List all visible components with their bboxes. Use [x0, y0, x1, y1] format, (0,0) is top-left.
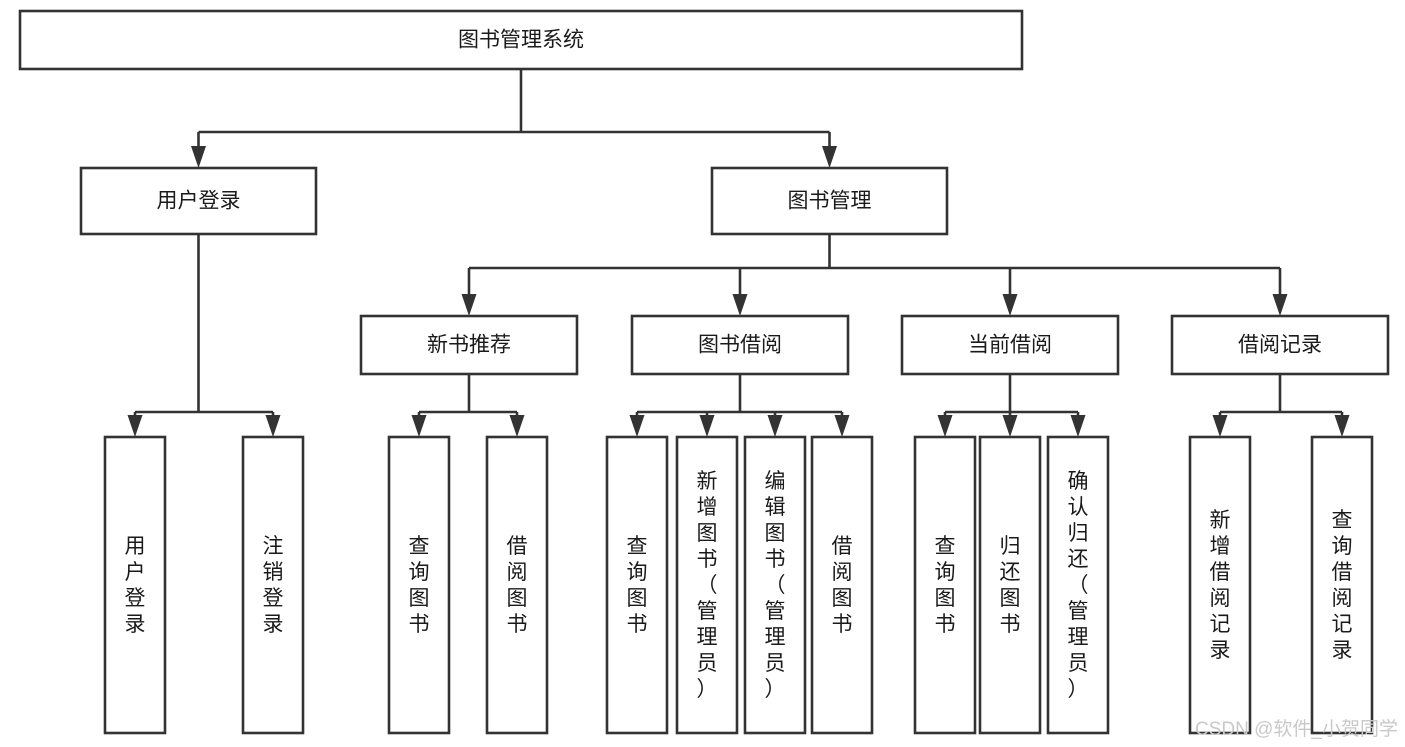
new-book-recommend-to-leaf-1-head [509, 415, 525, 437]
node-leaf-user-login-box[interactable] [103, 435, 167, 735]
node-current-borrow-label: 当前借阅 [968, 334, 1052, 357]
node-borrow-record-box[interactable] [1170, 314, 1390, 376]
node-leaf-query-book-borrow-label: 查询图书 [627, 535, 648, 636]
current-borrow-to-leaf-1-head [1002, 415, 1018, 437]
node-leaf-query-book-cur-label: 查询图书 [935, 535, 956, 636]
current-borrow-to-leaf-0-head [937, 415, 953, 437]
node-leaf-query-book-borrow[interactable]: 查询图书 [605, 435, 669, 735]
node-leaf-add-book[interactable]: 新增图书（管理员） [675, 435, 739, 735]
node-book-borrow-label: 图书借阅 [698, 334, 782, 357]
node-leaf-borrow-book-box[interactable] [810, 435, 874, 735]
node-leaf-logout-label: 注销登录 [263, 535, 284, 636]
node-leaf-user-login[interactable]: 用户登录 [103, 435, 167, 735]
node-leaf-borrow-book-rec[interactable]: 借阅图书 [485, 435, 549, 735]
node-root-box[interactable] [18, 9, 1024, 71]
node-leaf-logout-box[interactable] [241, 435, 305, 735]
node-leaf-edit-book-label: 编辑图书（管理员） [765, 470, 786, 701]
node-leaf-query-book-cur[interactable]: 查询图书 [913, 435, 977, 735]
node-leaf-borrow-book-rec-label: 借阅图书 [507, 535, 528, 636]
node-leaf-query-book-rec-box[interactable] [387, 435, 451, 735]
node-leaf-borrow-book-label: 借阅图书 [832, 535, 853, 636]
l2-to-l3-3-head [1272, 294, 1288, 316]
node-leaf-add-book-box[interactable] [675, 435, 739, 735]
node-leaf-query-record-label: 查询借阅记录 [1332, 509, 1353, 662]
node-user-login-label: 用户登录 [157, 190, 241, 213]
book-borrow-to-leaf-3-head [834, 415, 850, 437]
node-root-label: 图书管理系统 [458, 29, 584, 52]
node-current-borrow-box[interactable] [900, 314, 1120, 376]
node-leaf-query-record[interactable]: 查询借阅记录 [1310, 435, 1374, 735]
node-leaf-confirm-return-box[interactable] [1046, 435, 1110, 735]
node-leaf-query-book-cur-box[interactable] [913, 435, 977, 735]
node-borrow-record[interactable]: 借阅记录 [1170, 314, 1390, 376]
node-leaf-borrow-book-rec-box[interactable] [485, 435, 549, 735]
node-book-manage-label: 图书管理 [788, 190, 872, 213]
node-new-book-recommend-label: 新书推荐 [427, 334, 511, 357]
node-book-manage[interactable]: 图书管理 [710, 166, 949, 236]
csdn-watermark: CSDN @软件_小贺同学 [1195, 718, 1398, 740]
node-leaf-return-book-box[interactable] [978, 435, 1042, 735]
node-leaf-query-book-rec-label: 查询图书 [409, 535, 430, 636]
userlogin-to-leaf-1-head [265, 415, 281, 437]
l2-to-l3-1-head [732, 294, 748, 316]
borrow-record-to-leaf-1-head [1334, 415, 1350, 437]
node-leaf-add-record-box[interactable] [1188, 435, 1252, 735]
node-user-login[interactable]: 用户登录 [79, 166, 318, 236]
node-book-borrow-box[interactable] [630, 314, 850, 376]
book-borrow-to-leaf-2-head [767, 415, 783, 437]
node-leaf-return-book[interactable]: 归还图书 [978, 435, 1042, 735]
node-borrow-record-label: 借阅记录 [1238, 334, 1322, 357]
node-root[interactable]: 图书管理系统 [18, 9, 1024, 71]
root-to-l2-0-head [191, 146, 206, 168]
node-leaf-logout[interactable]: 注销登录 [241, 435, 305, 735]
l2-to-l3-0-head [461, 294, 477, 316]
node-leaf-add-record[interactable]: 新增借阅记录 [1188, 435, 1252, 735]
node-leaf-return-book-label: 归还图书 [1000, 535, 1021, 636]
borrow-record-to-leaf-0-head [1212, 415, 1228, 437]
current-borrow-to-leaf-2-head [1070, 415, 1086, 437]
node-book-manage-box[interactable] [710, 166, 949, 236]
node-leaf-borrow-book[interactable]: 借阅图书 [810, 435, 874, 735]
node-leaf-query-book-borrow-box[interactable] [605, 435, 669, 735]
node-book-borrow[interactable]: 图书借阅 [630, 314, 850, 376]
node-leaf-confirm-return[interactable]: 确认归还（管理员） [1046, 435, 1110, 735]
node-leaf-confirm-return-label: 确认归还（管理员） [1068, 470, 1089, 701]
book-borrow-to-leaf-1-head [699, 415, 715, 437]
node-leaf-add-record-label: 新增借阅记录 [1210, 509, 1231, 662]
node-leaf-add-book-label: 新增图书（管理员） [697, 470, 718, 701]
node-leaf-user-login-label: 用户登录 [125, 535, 146, 636]
connectors-layer [127, 69, 1350, 437]
book-borrow-to-leaf-0-head [629, 415, 645, 437]
l2-to-l3-2-head [1002, 294, 1018, 316]
root-to-l2-1-head [822, 146, 837, 168]
node-leaf-edit-book-box[interactable] [743, 435, 807, 735]
nodes-layer: 图书管理系统用户登录图书管理新书推荐图书借阅当前借阅借阅记录用户登录注销登录查询… [18, 9, 1390, 735]
node-leaf-query-record-box[interactable] [1310, 435, 1374, 735]
node-leaf-query-book-rec[interactable]: 查询图书 [387, 435, 451, 735]
userlogin-to-leaf-0-head [127, 415, 143, 437]
node-new-book-recommend[interactable]: 新书推荐 [359, 314, 579, 376]
node-current-borrow[interactable]: 当前借阅 [900, 314, 1120, 376]
node-user-login-box[interactable] [79, 166, 318, 236]
node-new-book-recommend-box[interactable] [359, 314, 579, 376]
new-book-recommend-to-leaf-0-head [411, 415, 427, 437]
node-leaf-edit-book[interactable]: 编辑图书（管理员） [743, 435, 807, 735]
